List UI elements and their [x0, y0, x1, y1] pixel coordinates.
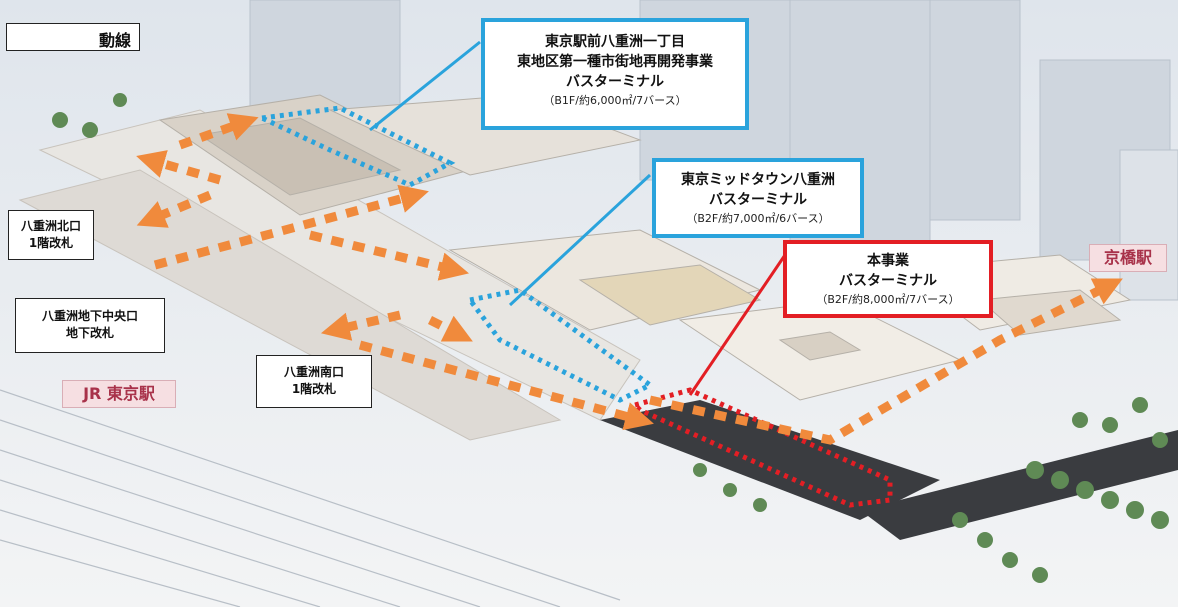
- terminal-1-line-1: 東京駅前八重洲一丁目: [545, 34, 685, 50]
- gate-label-yaesu-underground-central: 八重洲地下中央口 地下改札: [15, 298, 165, 353]
- gate-north-line-2: 1階改札: [28, 236, 74, 250]
- legend: 動線: [6, 23, 140, 51]
- gate-south-line-2: 1階改札: [291, 382, 337, 396]
- leader-lines: [369, 40, 787, 396]
- terminal-1-line-3: バスターミナル: [566, 74, 664, 90]
- jr-tokyo-station-label: JR 東京駅: [62, 380, 176, 408]
- gate-label-yaesu-south: 八重洲南口 1階改札: [256, 355, 372, 408]
- legend-label: 動線: [99, 31, 132, 50]
- flow-arrows: [136, 113, 1123, 445]
- terminal-2-line-1: 東京ミッドタウン八重洲: [681, 172, 835, 188]
- terminal-2-line-2: バスターミナル: [709, 192, 807, 208]
- terminal-3-line-2: バスターミナル: [839, 273, 937, 289]
- terminal-callout-this-project: 本事業 バスターミナル （B2F/約8,000㎡/7バース）: [783, 240, 993, 318]
- gate-central-line-1: 八重洲地下中央口: [41, 309, 138, 323]
- roads: [600, 400, 1178, 540]
- rail-tracks: [0, 389, 621, 607]
- terminal-1-outline: [253, 105, 456, 188]
- gate-south-line-1: 八重洲南口: [283, 365, 344, 379]
- terminal-3-spec: （B2F/約8,000㎡/7バース）: [816, 293, 960, 306]
- terminal-callout-midtown: 東京ミッドタウン八重洲 バスターミナル （B2F/約7,000㎡/6バース）: [652, 158, 864, 238]
- terminal-1-spec: （B1F/約6,000㎡/7バース）: [543, 94, 687, 107]
- gate-central-line-2: 地下改札: [65, 326, 114, 340]
- gate-label-yaesu-north: 八重洲北口 1階改札: [8, 210, 94, 260]
- terminal-1-line-2: 東地区第一種市街地再開発事業: [517, 54, 713, 70]
- terminal-2-spec: （B2F/約7,000㎡/6バース）: [686, 212, 830, 225]
- kyobashi-station-label: 京橋駅: [1089, 244, 1167, 272]
- terminal-3-line-1: 本事業: [867, 253, 909, 269]
- street-trees: [52, 93, 1169, 583]
- terminal-callout-yaesu-1chome: 東京駅前八重洲一丁目 東地区第一種市街地再開発事業 バスターミナル （B1F/約…: [481, 18, 749, 130]
- terminal-2-outline: [465, 287, 655, 403]
- gate-north-line-1: 八重洲北口: [20, 219, 81, 233]
